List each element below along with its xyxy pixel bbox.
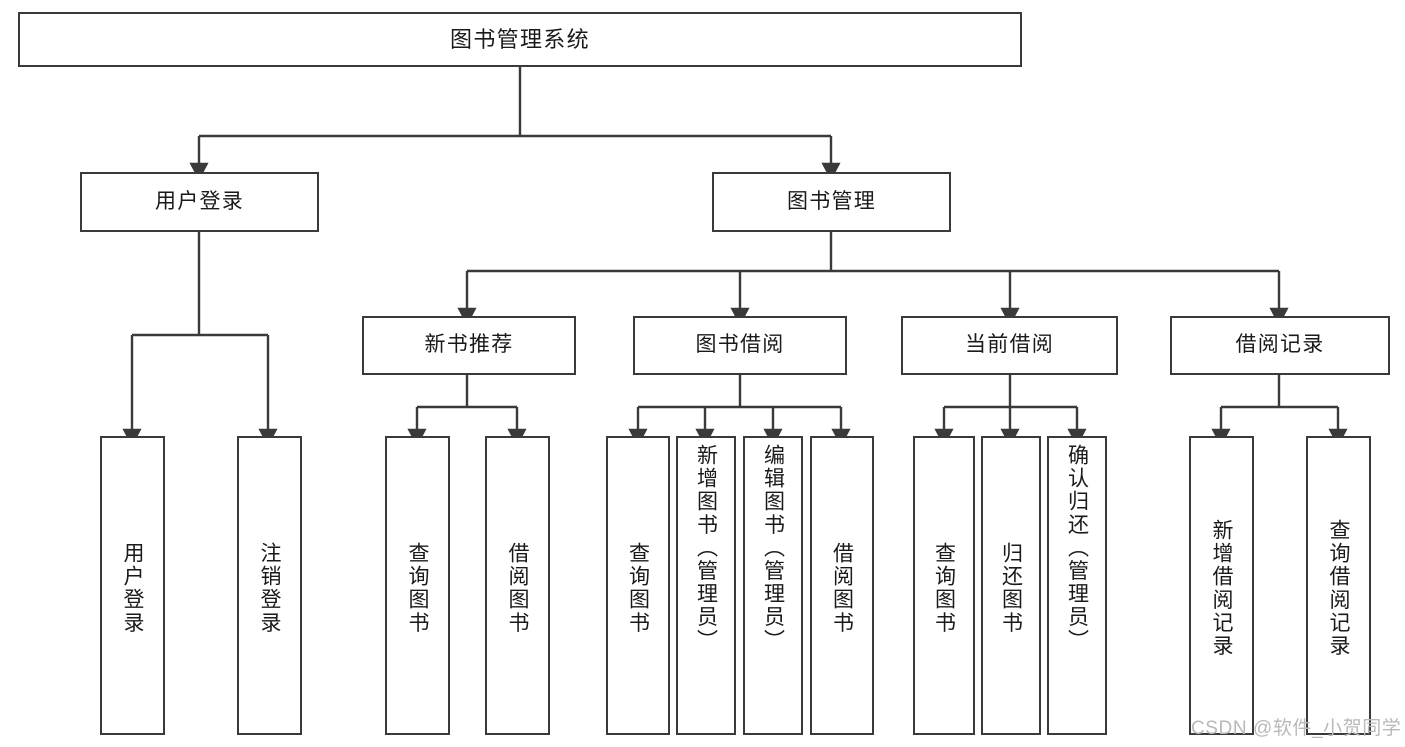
node-label: 图书管理系统: [450, 26, 590, 52]
node-label: 图书管理: [786, 189, 877, 213]
node-label: 编辑图书（管理员）: [761, 444, 785, 652]
leaf-user-login-login[interactable]: 用户登录: [100, 436, 165, 735]
leaf-current-return-book[interactable]: 归还图书: [981, 436, 1041, 735]
leaf-user-login-logout[interactable]: 注销登录: [237, 436, 302, 735]
node-current-borrow[interactable]: 当前借阅: [901, 316, 1118, 375]
node-book-borrow[interactable]: 图书借阅: [633, 316, 847, 375]
node-label: 确认归还（管理员）: [1065, 444, 1089, 652]
node-book-management[interactable]: 图书管理: [712, 172, 951, 232]
node-label: 查询借阅记录: [1327, 519, 1350, 658]
node-label: 当前借阅: [964, 333, 1055, 357]
node-label: 新增图书（管理员）: [694, 444, 718, 652]
node-root-book-management-system[interactable]: 图书管理系统: [18, 12, 1022, 67]
node-label: 查询图书: [406, 542, 429, 635]
node-label: 查询图书: [626, 542, 650, 635]
node-label: 注销登录: [258, 542, 281, 635]
node-label: 借阅图书: [830, 542, 854, 635]
leaf-current-query-book[interactable]: 查询图书: [913, 436, 975, 735]
leaf-record-add-record[interactable]: 新增借阅记录: [1189, 436, 1254, 735]
node-label: 图书借阅: [695, 333, 785, 357]
leaf-new-book-borrow-book[interactable]: 借阅图书: [485, 436, 550, 735]
node-label: 用户登录: [121, 542, 144, 635]
node-label: 用户登录: [154, 189, 245, 213]
leaf-borrow-add-book-admin[interactable]: 新增图书（管理员）: [676, 436, 736, 735]
node-borrow-record[interactable]: 借阅记录: [1170, 316, 1390, 375]
node-label: 借阅图书: [506, 542, 529, 635]
node-label: 新增借阅记录: [1210, 519, 1233, 658]
node-label: 新书推荐: [424, 333, 514, 357]
leaf-new-book-query-book[interactable]: 查询图书: [385, 436, 450, 735]
node-user-login[interactable]: 用户登录: [80, 172, 319, 232]
leaf-record-query-record[interactable]: 查询借阅记录: [1306, 436, 1371, 735]
leaf-borrow-query-book[interactable]: 查询图书: [606, 436, 670, 735]
leaf-borrow-edit-book-admin[interactable]: 编辑图书（管理员）: [743, 436, 803, 735]
node-new-book-recommend[interactable]: 新书推荐: [362, 316, 576, 375]
node-label: 借阅记录: [1235, 333, 1325, 357]
node-label: 归还图书: [999, 542, 1023, 635]
node-label: 查询图书: [932, 542, 956, 635]
leaf-current-confirm-return-admin[interactable]: 确认归还（管理员）: [1047, 436, 1107, 735]
leaf-borrow-borrow-book[interactable]: 借阅图书: [810, 436, 874, 735]
